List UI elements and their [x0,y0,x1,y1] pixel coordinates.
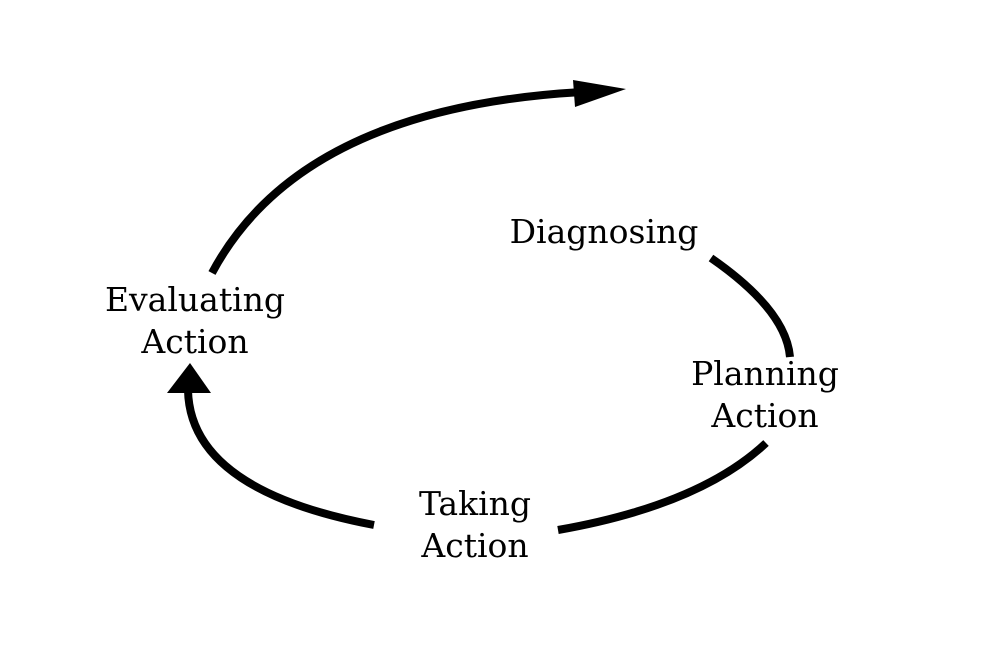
stage-evaluating-action: Evaluating Action [100,279,290,363]
stage-taking-action: Taking Action [395,483,555,567]
stage-taking-line2: Action [421,526,529,565]
stage-diagnosing-line1: Diagnosing [509,212,699,251]
stage-evaluating-line1: Evaluating [104,280,286,319]
stage-evaluating-line2: Action [141,322,249,361]
arrowhead-evaluating [167,363,211,393]
arc-taking-to-evaluating [184,389,375,529]
arc-planning-to-taking [557,440,769,534]
arrowhead-top [573,80,626,107]
stage-taking-line1: Taking [418,484,532,523]
stage-planning-line1: Planning [691,354,839,393]
stage-diagnosing: Diagnosing [504,211,704,253]
stage-planning-line2: Action [711,396,819,435]
arc-evaluating-to-loop [208,88,583,275]
stage-planning-action: Planning Action [680,353,850,437]
arc-diagnosing-to-planning [708,254,794,358]
